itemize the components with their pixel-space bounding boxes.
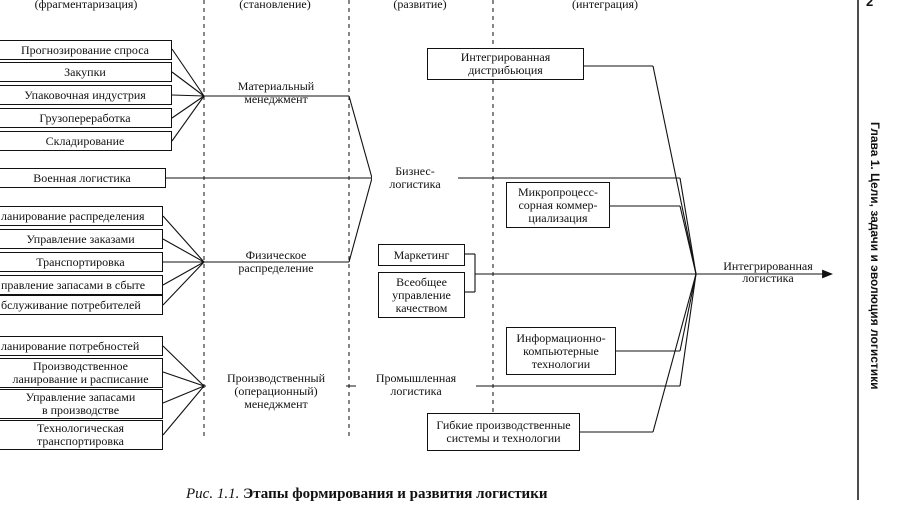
box-integrated-distribution: Интегрированная дистрибьюция [427, 48, 584, 80]
box-sales-inventory: правление запасами в сбыте [0, 275, 163, 295]
box-military-logistics: Военная логистика [0, 168, 166, 188]
box-purchasing: Закупки [0, 62, 172, 82]
figure-caption: Рис. 1.1. Этапы формирования и развития … [186, 486, 548, 503]
box-requirements-planning: ланирование потребностей [0, 336, 163, 356]
label-material-management: Материальный менеджмент [237, 79, 315, 106]
box-production-scheduling: Производственное ланирование и расписани… [0, 358, 163, 388]
box-marketing: Маркетинг [378, 244, 465, 266]
box-order-management: Управление заказами [0, 229, 163, 249]
stage-header-formation: (становление) [239, 0, 311, 11]
box-distribution-planning: ланирование распределения [0, 206, 163, 226]
box-tech-transport: Технологическая транспортировка [0, 420, 163, 450]
chapter-running-head: Глава 1. Цели, задачи и эволюция логисти… [868, 122, 882, 390]
stage-header-fragmentation: (фрагментаризация) [34, 0, 138, 11]
label-business-logistics: Бизнес- логистика [372, 165, 458, 191]
box-info-technologies: Информационно- компьютерные технологии [506, 327, 616, 375]
label-industrial-logistics: Промышленная логистика [356, 372, 476, 398]
box-microprocessor: Микропроцесс- сорная коммер- циализация [506, 182, 610, 228]
box-flexible-systems: Гибкие производственные системы и технол… [427, 413, 580, 451]
label-physical-distribution: Физическое распределение [238, 248, 314, 275]
box-warehousing: Складирование [0, 131, 172, 151]
box-handling: Грузопереработка [0, 108, 172, 128]
caption-label: Рис. 1.1. [186, 486, 240, 502]
label-production-management: Производственный (операционный) менеджме… [206, 372, 346, 411]
page-number: 2 [866, 0, 874, 9]
caption-title: Этапы формирования и развития логистики [243, 486, 548, 502]
box-total-quality: Всеобщее управление качеством [378, 272, 465, 318]
box-customer-service: бслуживание потребителей [0, 295, 163, 315]
box-production-inventory: Управление запасами в производстве [0, 389, 163, 419]
stage-header-development: (развитие) [393, 0, 447, 11]
box-demand-forecasting: Прогнозирование спроса [0, 40, 172, 60]
box-transportation: Транспортировка [0, 252, 163, 272]
label-integrated-logistics: Интегрированная логистика [723, 259, 813, 285]
stage-header-integration: (интеграция) [571, 0, 639, 11]
box-packaging: Упаковочная индустрия [0, 85, 172, 105]
